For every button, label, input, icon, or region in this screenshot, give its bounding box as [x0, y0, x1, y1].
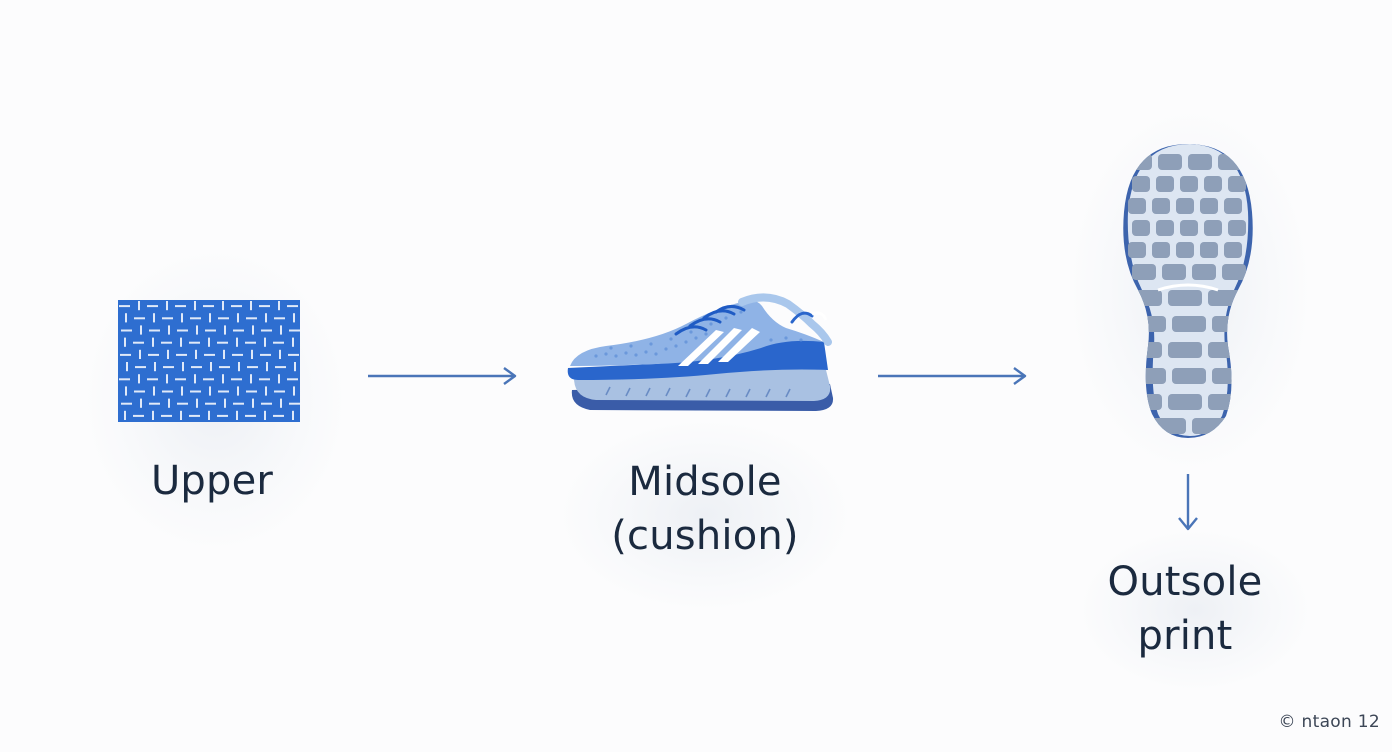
watermark-text: ntaon 12: [1301, 712, 1380, 732]
right-arrow-icon: [368, 367, 517, 385]
running-shoe-icon: [567, 293, 834, 411]
midsole-glow: [560, 420, 850, 610]
right-arrow-icon: [878, 367, 1027, 385]
shoe-sole-tread-icon: [1123, 144, 1253, 438]
woven-fabric-icon: [118, 300, 300, 422]
stage-label-upper: Upper: [112, 454, 312, 508]
stage-label-midsole: Midsole (cushion): [580, 455, 830, 563]
stage-label-line: Upper: [150, 458, 274, 504]
stage-label-line: Midsole: [628, 459, 782, 505]
stage-label-line: (cushion): [611, 513, 799, 559]
stage-label-line: Outsole: [1107, 559, 1263, 605]
stage-label-outsole: Outsole print: [1085, 555, 1285, 663]
outsole-label-glow: [1080, 530, 1310, 690]
stage-label-line: print: [1137, 613, 1233, 659]
copyright-watermark: © ntaon 12: [1279, 712, 1381, 732]
copyright-icon: ©: [1278, 712, 1296, 732]
down-arrow-icon: [1178, 474, 1198, 531]
